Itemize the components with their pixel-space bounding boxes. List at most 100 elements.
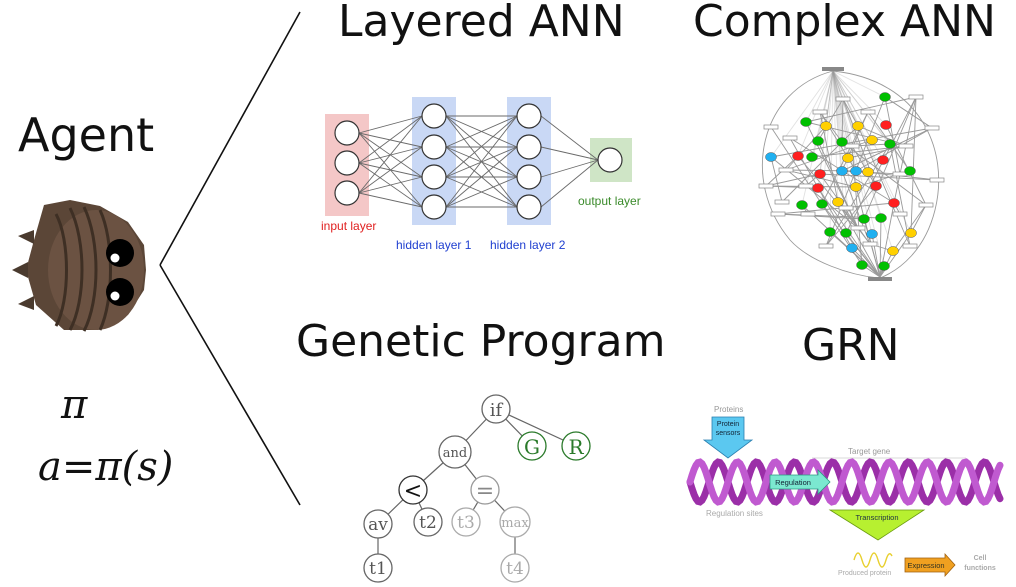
complex-ann-box — [835, 96, 851, 102]
complex-ann-edge — [832, 70, 940, 279]
complex-ann-node — [878, 261, 890, 271]
grn-produced-protein-label: Produced protein — [838, 570, 891, 577]
ann-edge — [445, 115, 518, 208]
complex-ann-edge — [847, 145, 907, 159]
svg-text:sensors: sensors — [716, 430, 741, 437]
layered-ann-diagram: input layer hidden layer 1 hidden layer … — [321, 97, 641, 252]
complex-ann-edge — [829, 231, 881, 278]
complex-ann-edge — [832, 70, 884, 161]
ann-edge — [445, 115, 518, 148]
svg-text:and: and — [443, 446, 467, 461]
complex-ann-box — [862, 241, 878, 247]
complex-ann-edge — [805, 70, 834, 123]
complex-ann-edge — [825, 70, 834, 127]
complex-ann-node — [858, 214, 870, 224]
complex-ann-node — [852, 121, 864, 131]
complex-ann-node — [877, 155, 889, 165]
complex-ann-node — [836, 137, 848, 147]
complex-ann-edge — [892, 204, 927, 252]
complex-ann-box — [929, 177, 945, 183]
ann-edge — [445, 146, 518, 208]
svg-text:av: av — [368, 515, 388, 535]
ann-neuron — [334, 150, 360, 176]
svg-text:if: if — [490, 400, 504, 421]
complex-ann-node — [866, 229, 878, 239]
complex-ann-box — [812, 109, 828, 115]
svg-text:<: < — [404, 479, 422, 504]
ann-edge — [445, 115, 518, 178]
complex-ann-box — [898, 143, 914, 149]
complex-ann-diagram — [758, 67, 945, 281]
ann-edge — [358, 176, 423, 194]
complex-ann-box — [770, 211, 786, 217]
produced-protein-squiggle — [853, 552, 893, 568]
complex-ann-box — [924, 125, 940, 131]
complex-ann-edge — [842, 98, 859, 127]
complex-ann-edge — [770, 70, 834, 158]
agent-creature-icon — [12, 200, 146, 332]
gp-node-and: and — [438, 435, 472, 469]
complex-ann-node — [796, 200, 808, 210]
ann-neuron — [421, 164, 447, 190]
complex-ann-edge — [785, 125, 827, 171]
complex-ann-edge — [857, 125, 907, 147]
policy-equation: a=π(s) — [38, 444, 174, 490]
complex-ann-edge — [845, 232, 881, 278]
complex-ann-edge — [770, 156, 783, 203]
complex-ann-box — [892, 211, 908, 217]
hidden-layer-2-label: hidden layer 2 — [490, 238, 566, 252]
gp-node-av: av — [363, 509, 393, 539]
complex-ann-edge — [851, 145, 877, 187]
complex-ann-node — [820, 121, 832, 131]
complex-ann-edge — [832, 70, 911, 172]
gp-node-r: R — [561, 431, 591, 461]
ann-neuron — [334, 180, 360, 206]
complex-ann-box — [908, 94, 924, 100]
complex-ann-node — [832, 197, 844, 207]
ann-edge — [358, 192, 423, 208]
branch-lines — [159, 11, 301, 506]
complex-ann-edge — [832, 70, 891, 145]
ann-edge — [358, 146, 423, 194]
svg-text:Expression: Expression — [907, 561, 944, 570]
complex-ann-edge — [857, 125, 911, 247]
complex-ann-node — [904, 166, 916, 176]
complex-ann-node — [816, 199, 828, 209]
gp-node-t1: t1 — [363, 553, 393, 583]
complex-ann-box — [798, 183, 814, 189]
complex-ann-node — [866, 135, 878, 145]
ann-neuron — [516, 134, 542, 160]
complex-ann-box — [782, 135, 798, 141]
complex-ann-edge — [817, 98, 844, 142]
regulation-arrow: Regulation — [769, 469, 831, 495]
complex-ann-node — [884, 139, 896, 149]
complex-ann-node — [812, 136, 824, 146]
svg-text:t1: t1 — [369, 559, 387, 579]
complex-ann-node — [850, 166, 862, 176]
complex-ann-node — [800, 117, 812, 127]
complex-ann-edge — [805, 96, 917, 123]
ann-edge — [445, 176, 518, 208]
complex-ann-node — [814, 169, 826, 179]
complex-ann-edge — [832, 70, 839, 203]
gp-node-if: if — [481, 394, 511, 424]
ann-neuron — [334, 120, 360, 146]
complex-ann-box — [918, 202, 934, 208]
svg-text:t4: t4 — [506, 559, 524, 579]
complex-ann-node — [870, 181, 882, 191]
svg-text:G: G — [524, 435, 540, 459]
branch-line-bottom — [159, 264, 301, 506]
complex-ann-title: Complex ANN — [693, 0, 996, 47]
complex-ann-edge — [832, 70, 873, 141]
svg-text:Protein: Protein — [717, 421, 739, 428]
complex-ann-bottom-bar — [868, 277, 892, 281]
svg-text:t3: t3 — [457, 513, 475, 533]
protein-sensors-arrow: Protein sensors — [702, 416, 754, 459]
ann-neuron — [421, 194, 447, 220]
svg-text:Regulation: Regulation — [775, 478, 811, 487]
complex-ann-box — [763, 124, 779, 130]
genetic-program-tree: if and G R < = av t2 t3 max t1 t4 — [363, 394, 591, 583]
complex-ann-box — [860, 109, 876, 115]
svg-text:Cell: Cell — [974, 555, 987, 562]
